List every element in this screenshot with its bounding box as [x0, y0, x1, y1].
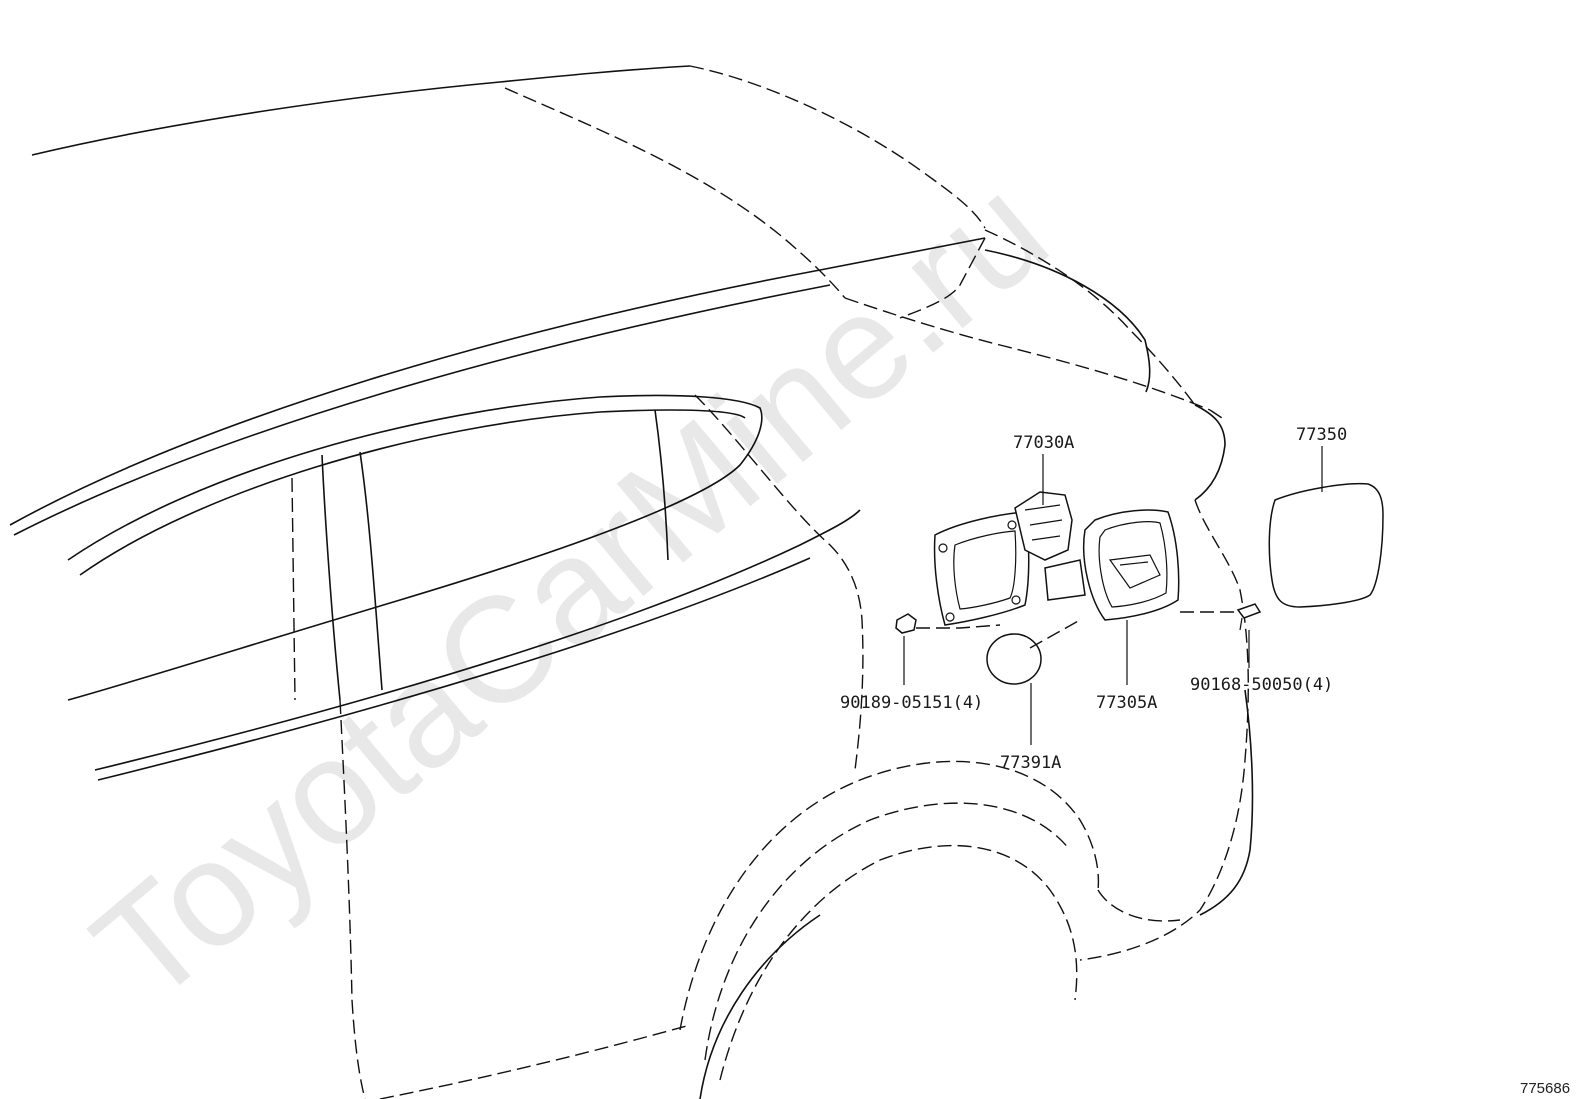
c-pillar: [359, 451, 383, 691]
gasket-ring: [986, 633, 1042, 685]
fuel-door-opener-detail: [1024, 504, 1063, 541]
fuel-filler-box: [1082, 509, 1180, 621]
assembly-line-clip: [916, 624, 1001, 629]
part-label-77030a: 77030A: [1013, 433, 1074, 453]
roof-outline: [31, 65, 691, 156]
side-window-outline: [67, 394, 763, 701]
assembly-line-gasket: [1029, 619, 1081, 649]
wheel-tire: [699, 914, 821, 1099]
screw-shank: [1239, 617, 1243, 631]
part-label-77305a: 77305A: [1096, 693, 1157, 713]
part-label-77391a: 77391A: [1000, 753, 1061, 773]
rear-quarter-line: [844, 297, 1211, 411]
rear-bumper-lower: [1097, 889, 1181, 922]
housing-hole: [945, 612, 955, 622]
quarter-window-line: [654, 409, 669, 561]
wheel-arch-inner: [704, 802, 1071, 1061]
roof-rail-line: [9, 237, 986, 526]
rear-hatch-seam: [984, 229, 1196, 406]
part-label-90168: 90168-50050(4): [1190, 675, 1333, 695]
belt-line-2: [97, 557, 811, 781]
rear-corner-dash: [1209, 409, 1226, 421]
housing-hole: [1007, 520, 1017, 530]
rear-pillar-dash: [899, 237, 986, 319]
part-label-90189: 90189-05151(4): [840, 693, 983, 713]
roof-center-seam: [504, 87, 846, 299]
roof-rear-outline: [689, 65, 986, 229]
screw-fastener: [1236, 603, 1262, 619]
housing-hole: [1011, 595, 1021, 605]
rear-bumper-line: [1199, 689, 1254, 916]
side-window-inner: [79, 409, 746, 576]
rear-bumper-outline: [1079, 499, 1249, 961]
rear-spoiler-line: [984, 249, 1151, 393]
quarter-panel-seam: [694, 394, 864, 771]
rear-door-edge: [339, 699, 366, 1099]
b-pillar-front: [291, 477, 296, 701]
fuel-door-housing-inner: [953, 530, 1017, 610]
rear-corner-outline: [1194, 404, 1226, 501]
wheel-arch-outer: [679, 760, 1100, 1031]
belt-line: [94, 509, 861, 771]
fuel-filler-box-inner: [1098, 521, 1168, 608]
roof-rail-line-2: [13, 284, 831, 536]
fuel-filler-mechanism: [1108, 554, 1161, 589]
reference-number: 775686: [1520, 1080, 1570, 1097]
b-pillar: [321, 454, 341, 701]
wheel-arch-lip: [719, 844, 1078, 1081]
clip-fastener: [895, 613, 917, 634]
housing-hole: [938, 543, 948, 553]
lower-body-line: [379, 1024, 691, 1099]
fuel-filler-hinge: [1044, 559, 1086, 601]
fuel-door-housing: [933, 511, 1030, 626]
watermark: ToyotaCarMine.ru: [63, 145, 1078, 1035]
fuel-lid: [1268, 482, 1384, 608]
part-label-77350: 77350: [1296, 425, 1347, 445]
